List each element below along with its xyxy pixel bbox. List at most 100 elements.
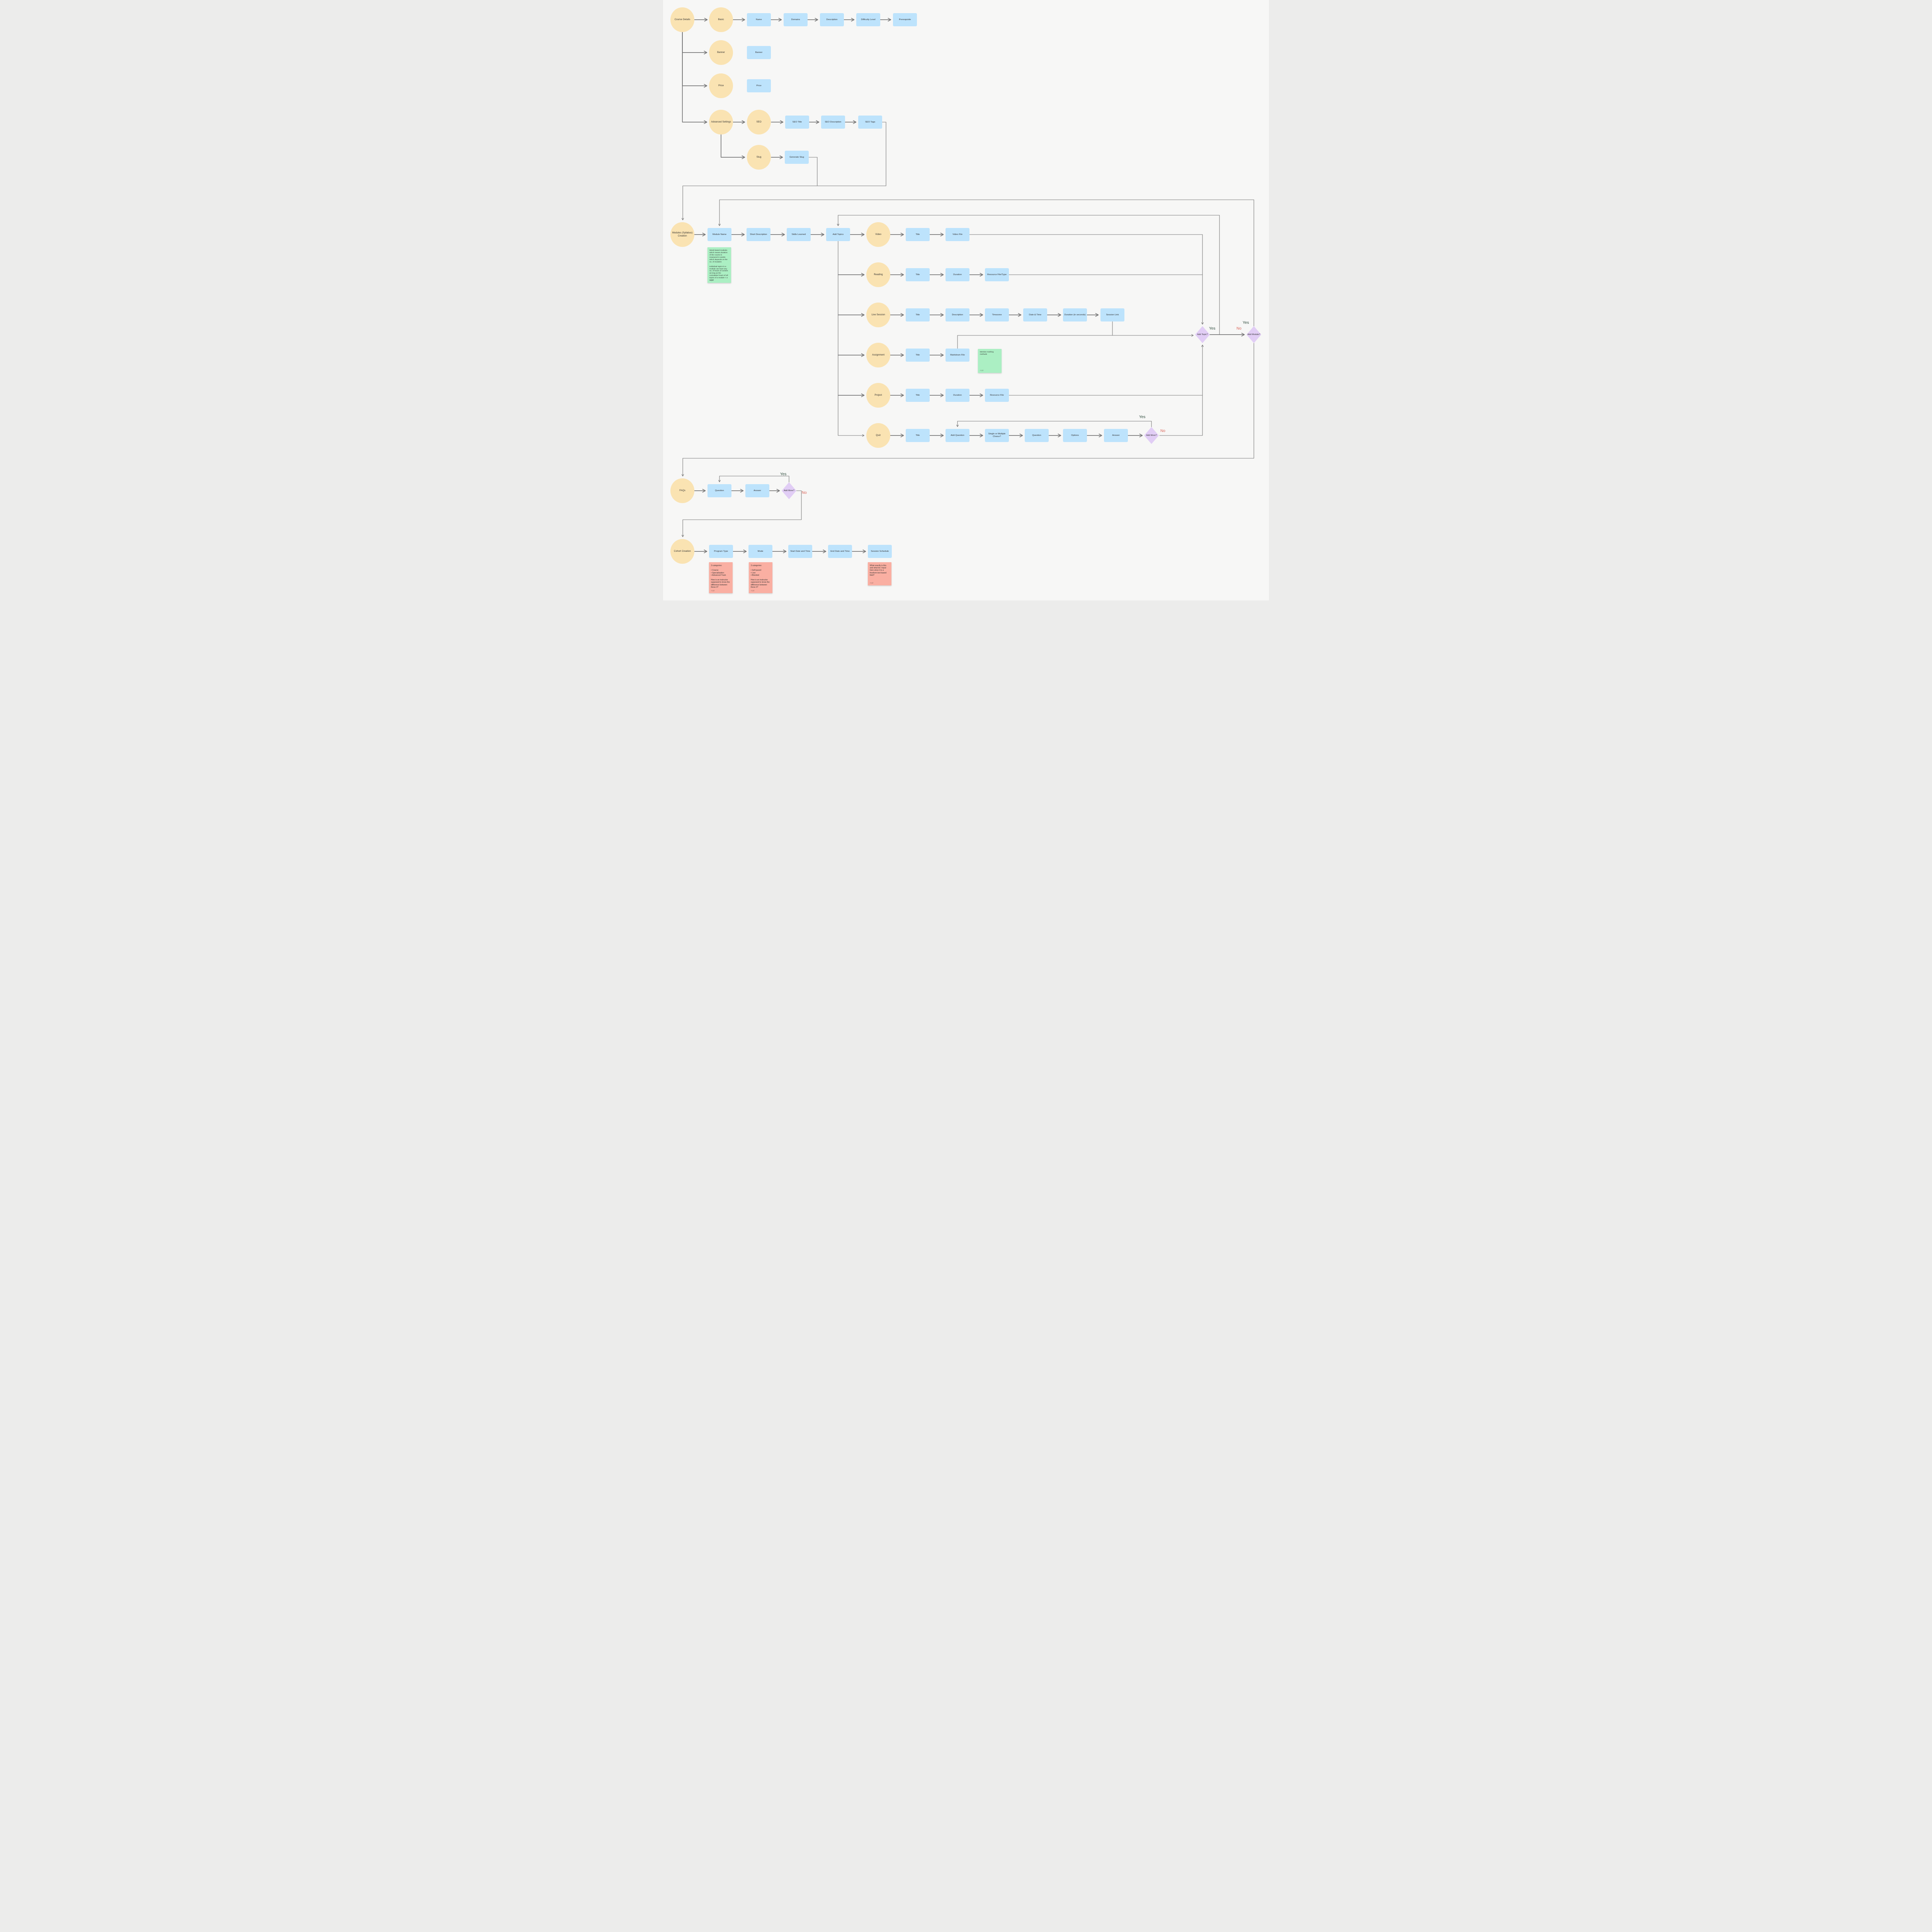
label-yes-faq-add-more[interactable]: Yes — [780, 472, 787, 476]
circle-project[interactable]: Project — [866, 383, 890, 408]
rect-markdown-file[interactable]: Markdown File — [946, 349, 969, 362]
rect-resource-file[interactable]: Resource File — [985, 389, 1009, 402]
edge-faqaddmore-yes-question[interactable] — [718, 476, 789, 483]
rect-quiz-title[interactable]: Title — [906, 429, 930, 442]
sticky-note-modules[interactable]: Week based modules which means duration … — [707, 247, 731, 283]
label-yes-add-module[interactable]: Yes — [1243, 321, 1249, 325]
rect-live-title[interactable]: Title — [906, 308, 930, 321]
circle-faqs[interactable]: FAQs — [670, 478, 694, 503]
label-yes-add-topic[interactable]: Yes — [1209, 327, 1216, 331]
circle-advanced-settings[interactable]: Advanced Settings — [709, 110, 733, 134]
rect-quiz-question[interactable]: Question — [1025, 429, 1049, 442]
edge-addmodule-no-faqs[interactable] — [681, 343, 1254, 476]
circle-quiz[interactable]: Quiz — [866, 423, 890, 448]
sticky-note-mode[interactable]: 3 categories: • Self-paced • Live • Blen… — [749, 562, 772, 593]
circle-course-details[interactable]: Course Details — [670, 7, 694, 32]
label-no-add-topic[interactable]: No — [1236, 327, 1242, 331]
rect-domains[interactable]: Domains — [784, 13, 808, 26]
rect-seo-tags[interactable]: SEO Tags — [858, 116, 882, 129]
rect-session-link[interactable]: Session Link — [1100, 308, 1124, 321]
rect-live-description[interactable]: Description — [946, 308, 969, 321]
rect-prerequisite[interactable]: Prerequisite — [893, 13, 917, 26]
rect-description[interactable]: Description — [820, 13, 844, 26]
diamond-quiz-add-more-label: Add More? — [1146, 434, 1157, 437]
rect-duration-seconds[interactable]: Duration (in seconds) — [1063, 308, 1087, 321]
circle-reading[interactable]: Reading — [866, 262, 890, 287]
edge-advanced-slug[interactable] — [721, 134, 745, 159]
rect-name[interactable]: Name — [747, 13, 771, 26]
rect-session-schedule[interactable]: Session Schedule — [868, 545, 892, 558]
circle-slug[interactable]: Slug — [747, 145, 771, 170]
rect-date-time[interactable]: Date & Time — [1023, 308, 1047, 321]
rect-video-title-label: Title — [915, 233, 920, 236]
rect-resource-file-type[interactable]: Resource File/Type — [985, 268, 1009, 281]
circle-basic[interactable]: Basic — [709, 7, 733, 32]
rect-markdown-file-label: Markdown File — [950, 354, 965, 356]
diamond-faq-add-more-label: Add More? — [784, 489, 794, 492]
rect-skills-learned[interactable]: Skills Learned — [787, 228, 811, 241]
rect-faq-question[interactable]: Question — [707, 484, 731, 497]
sticky-note-session-schedule[interactable]: What exactly is this and what do I input… — [868, 562, 891, 585]
rect-add-topics[interactable]: Add Topics — [826, 228, 850, 241]
rect-project-title-label: Title — [915, 394, 920, 396]
rect-timezone-label: Timezone — [992, 313, 1002, 316]
edge-addmodule-yes-modulename[interactable] — [718, 199, 1254, 327]
edge-course-banner[interactable] — [682, 32, 707, 54]
sticky-note-marking-text: Mention marking methods — [980, 351, 994, 355]
circle-price[interactable]: Price — [709, 73, 733, 98]
rect-reading-title[interactable]: Title — [906, 268, 930, 281]
rect-short-description[interactable]: Short Description — [747, 228, 770, 241]
circle-live-session[interactable]: Live Session — [866, 303, 890, 327]
rect-reading-duration[interactable]: Duration — [946, 268, 969, 281]
edge-videofile-addtopic[interactable] — [969, 234, 1204, 325]
rect-answer[interactable]: Answer — [1104, 429, 1128, 442]
rect-faq-answer-label: Answer — [753, 489, 761, 492]
rect-module-name[interactable]: Module Name — [707, 228, 731, 241]
rect-start-date-time[interactable]: Start Date and Time — [788, 545, 812, 558]
rect-difficulty-level[interactable]: Difficulty Level — [856, 13, 880, 26]
circle-cohort-creation[interactable]: Cohort Creation — [670, 539, 694, 564]
rect-project-title[interactable]: Title — [906, 389, 930, 402]
rect-seo-description[interactable]: SEO Description — [821, 116, 845, 129]
rect-mode[interactable]: Mode — [748, 545, 772, 558]
rect-generate-slug[interactable]: Generate Slug — [785, 151, 809, 164]
edge-faqaddmore-no-cohort[interactable] — [681, 490, 802, 537]
rect-end-date-time[interactable]: End Date and Time — [828, 545, 852, 558]
edge-course-price[interactable] — [682, 32, 707, 88]
circle-banner[interactable]: Banner — [709, 40, 733, 65]
label-yes-quiz-add-more[interactable]: Yes — [1139, 415, 1146, 419]
rect-timezone[interactable]: Timezone — [985, 308, 1009, 321]
circle-seo[interactable]: SEO — [747, 110, 771, 134]
rect-project-duration[interactable]: Duration — [946, 389, 969, 402]
circle-video-label: Video — [875, 233, 881, 236]
circle-video[interactable]: Video — [866, 222, 890, 247]
sticky-note-program-type[interactable]: 3 categories: • Course • Specialisation … — [709, 562, 733, 593]
edge-course-advanced[interactable] — [682, 32, 707, 124]
circle-assignment[interactable]: Assignment — [866, 343, 890, 367]
edge-quizaddmore-yes-addquestion[interactable] — [956, 421, 1152, 427]
edge-seotags-modules[interactable] — [681, 122, 886, 220]
edge-addtopics-trunk-quiz[interactable] — [838, 241, 864, 437]
rect-price[interactable]: Price — [747, 79, 771, 92]
rect-assignment-title-label: Title — [915, 354, 920, 356]
rect-add-question[interactable]: Add Question — [946, 429, 969, 442]
label-no-quiz-add-more[interactable]: No — [1160, 429, 1165, 433]
edge-generateslug-merge[interactable] — [808, 157, 818, 186]
circle-modules-creation[interactable]: Modules (Syllabus) Creation — [670, 222, 694, 247]
rect-options[interactable]: Options — [1063, 429, 1087, 442]
rect-add-question-label: Add Question — [951, 434, 964, 437]
rect-seo-title[interactable]: SEO Title — [785, 116, 809, 129]
rect-add-topics-label: Add Topics — [832, 233, 844, 236]
rect-single-multiple-choice[interactable]: Single or Multiple Choice? — [985, 429, 1009, 442]
rect-seo-tags-label: SEO Tags — [865, 121, 875, 123]
rect-program-type[interactable]: Program Type — [709, 545, 733, 558]
rect-video-file[interactable]: Video File — [946, 228, 969, 241]
rect-banner[interactable]: Banner — [747, 46, 771, 59]
rect-faq-answer[interactable]: Answer — [745, 484, 769, 497]
label-no-faq-add-more[interactable]: No — [802, 491, 807, 495]
rect-assignment-title[interactable]: Title — [906, 349, 930, 362]
edge-quizaddmore-no-addtopic[interactable] — [1159, 345, 1204, 436]
rect-video-title[interactable]: Title — [906, 228, 930, 241]
